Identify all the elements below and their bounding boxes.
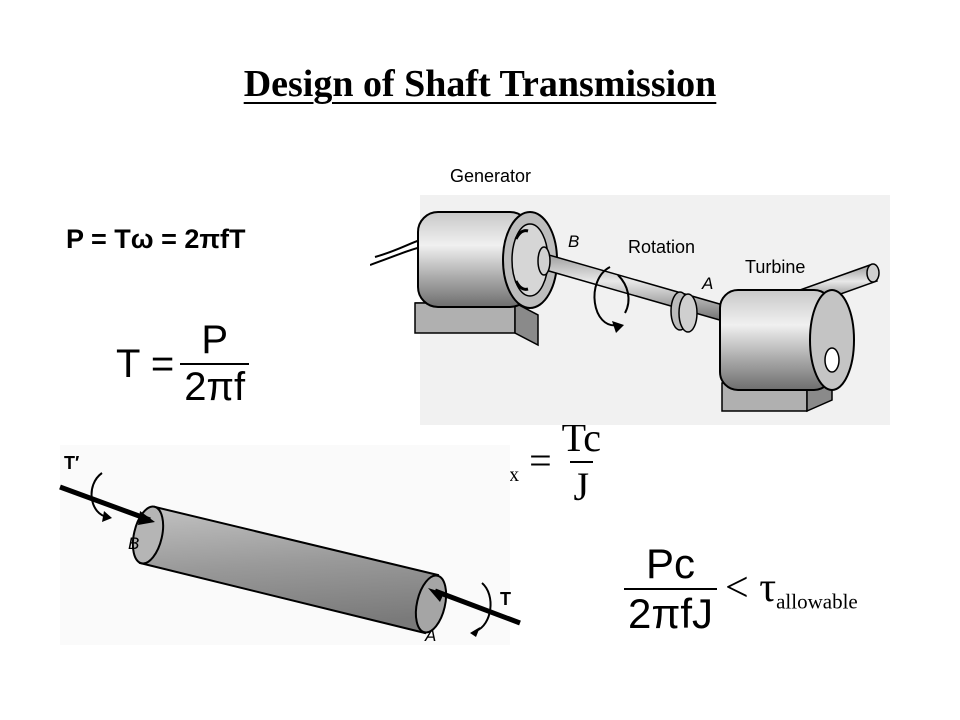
point-a-label: A [701,274,713,293]
shaft-collar [537,246,551,276]
design-numerator: Pc [646,540,696,587]
turbine-end-face [809,289,855,391]
rotation-arrow [617,274,630,314]
coupling [678,293,698,333]
shaft-torsion-illustration: T′ T B A [59,445,521,645]
torque-axis-right [434,588,521,626]
generator-label: Generator [450,166,531,186]
design-rhs: < τallowable [725,564,858,614]
end-b-label: B [128,534,139,553]
turbine-pipe-end [866,263,880,283]
torque-curl-arrowhead-left [102,511,112,522]
design-criterion-equation: Pc 2πfJ < τallowable [624,540,858,638]
torque-arrowhead-right [428,588,444,602]
power-equation: P = Tω = 2πfT [66,224,246,254]
rotation-label: Rotation [628,237,695,257]
generator-base [514,301,539,347]
torque-numerator: P [201,318,229,362]
torque-fraction: P 2πf [180,318,250,410]
generator-slot [514,280,529,291]
torque-lhs: T = [116,341,175,386]
point-b-label: B [568,232,579,251]
design-fraction: Pc 2πfJ [624,540,718,638]
rotation-arrow [593,266,619,327]
torque-denominator: 2πf [180,363,250,410]
stress-denominator: J [569,461,594,510]
torque-curl-arrowhead-right [470,627,480,637]
torque-t-prime-label: T′ [64,453,79,473]
design-denominator: 2πfJ [624,588,718,638]
torque-arrowhead-left [138,511,155,525]
torque-equation: T = P 2πf [116,318,250,410]
torque-axis-left [59,484,151,523]
generator-turbine-illustration: Generator Rotation Turbine B A [370,166,890,425]
rotation-arrowhead [612,321,624,333]
page-title: Design of Shaft Transmission [243,63,717,105]
end-a-label: A [424,626,436,645]
torque-curl-right [475,582,492,632]
torque-t-label: T [500,589,511,609]
turbine-label: Turbine [745,257,805,277]
turbine-port [824,347,840,373]
generator-slot [514,229,529,240]
